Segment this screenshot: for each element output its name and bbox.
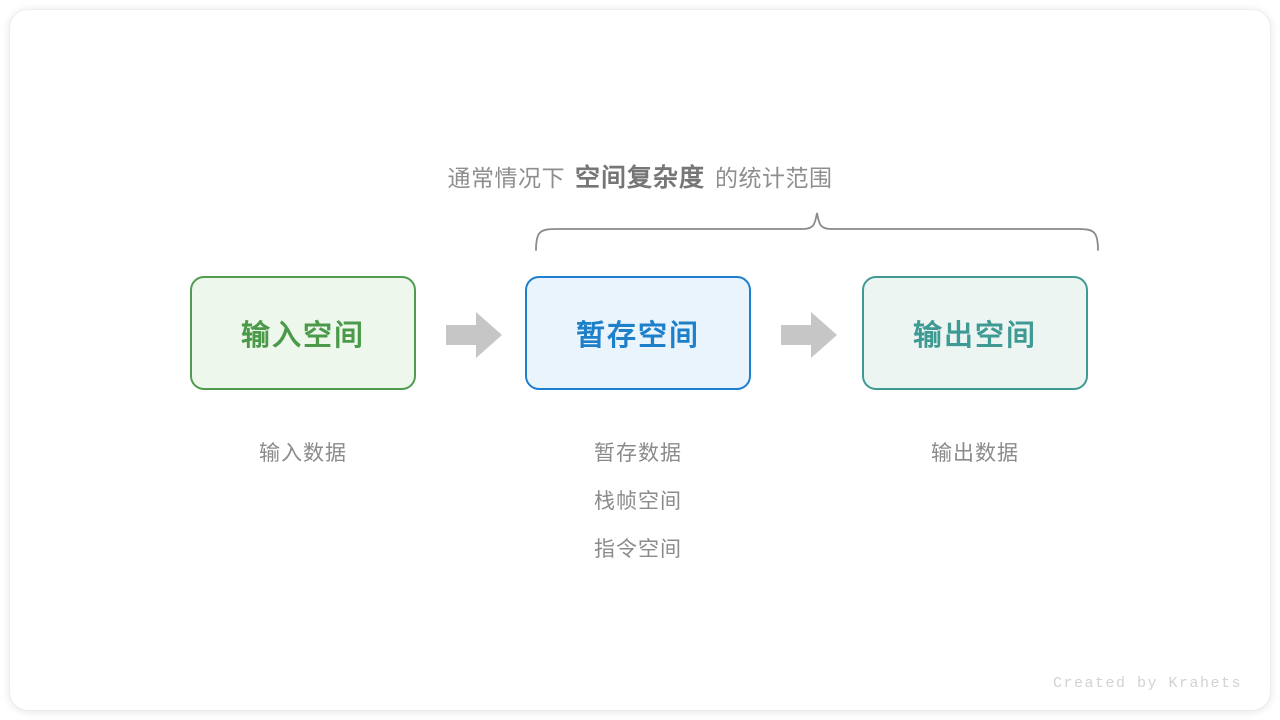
sub-label: 指令空间: [594, 538, 682, 561]
arrow-right-icon-1: [446, 312, 502, 358]
stage-box-output-label: 输出空间: [912, 320, 1037, 352]
caption-prefix: 通常情况下: [447, 165, 565, 191]
sub-label: 栈帧空间: [594, 490, 682, 513]
caption-emphasis: 空间复杂度: [574, 164, 705, 192]
stage-box-temp[interactable]: 暂存空间: [525, 276, 751, 390]
caption: 通常情况下空间复杂度的统计范围: [10, 158, 1270, 194]
sub-labels-output: 输出数据: [862, 430, 1088, 478]
sub-label: 输出数据: [931, 442, 1019, 465]
caption-suffix: 的统计范围: [715, 165, 833, 191]
stage-box-temp-label: 暂存空间: [575, 320, 700, 352]
stage-box-output[interactable]: 输出空间: [862, 276, 1088, 390]
curly-brace-icon: [535, 212, 1099, 251]
sub-label: 暂存数据: [594, 442, 682, 465]
watermark: Created by Krahets: [1052, 675, 1242, 692]
sub-labels-temp: 暂存数据 栈帧空间 指令空间: [525, 430, 751, 574]
stage-box-input[interactable]: 输入空间: [190, 276, 416, 390]
sub-label: 输入数据: [259, 442, 347, 465]
diagram-card: 通常情况下空间复杂度的统计范围 输入空间 暂存空间 输出空间 输入数据 暂存数据…: [10, 10, 1270, 710]
arrow-right-icon-2: [781, 312, 837, 358]
stage-box-input-label: 输入空间: [240, 320, 365, 352]
flow-row: 输入空间 暂存空间 输出空间: [10, 276, 1270, 392]
sub-labels-input: 输入数据: [190, 430, 416, 478]
